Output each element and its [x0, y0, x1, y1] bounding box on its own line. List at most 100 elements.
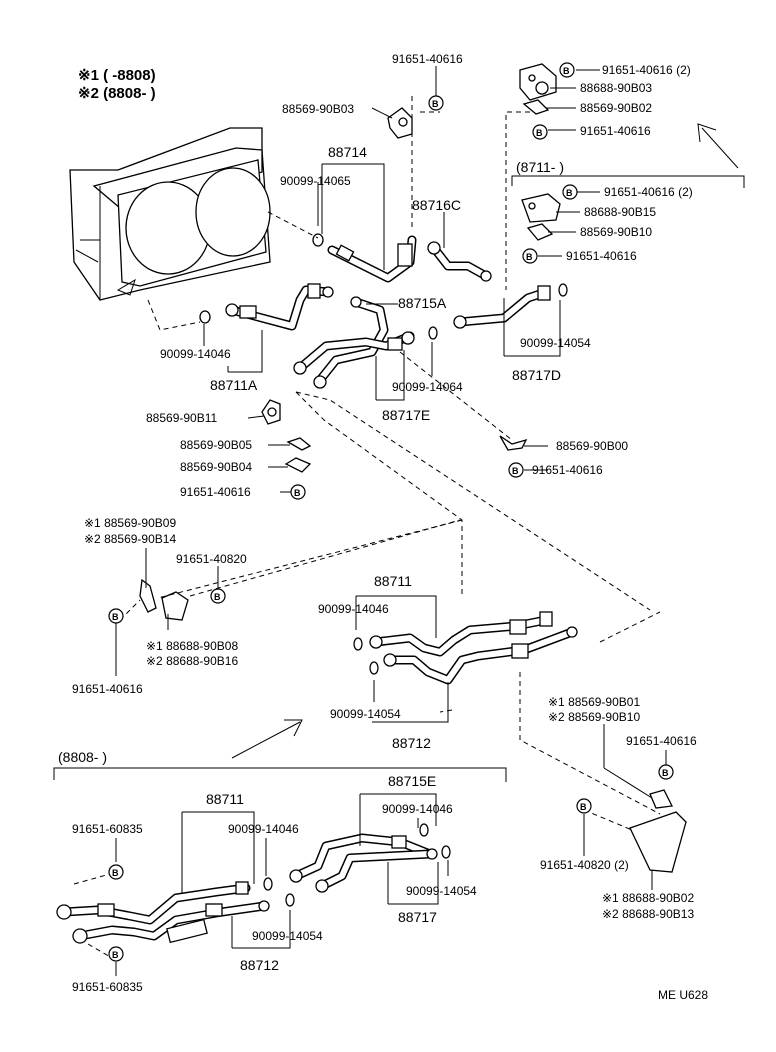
label-88569-90B00: 88569-90B00 [556, 439, 628, 453]
clamp-88569-90B02 [522, 99, 550, 115]
direction-arrow-lower [231, 719, 303, 759]
pipe-88711-88712-bottom [56, 877, 295, 944]
bolt-symbol-label: B [112, 612, 119, 622]
label-91651-40616-midleft: 91651-40616 [72, 682, 143, 696]
label-tr-91651-40616b: 91651-40616 [566, 249, 637, 263]
bolt-91651-40616-right: B [658, 764, 674, 780]
dashed-reference-lines [73, 96, 661, 959]
bolt-symbol-label: B [432, 99, 439, 109]
label-91651-60835-bottom: 91651-60835 [72, 980, 143, 994]
clamp-88569-90B10 [526, 223, 554, 241]
clamp-88569-90B11 [261, 399, 281, 425]
label-note1-88688-90B08: ※1 88688-90B08 [146, 639, 238, 653]
bolt-symbol-label: B [580, 802, 587, 812]
condenser-fan-assembly [69, 127, 271, 301]
bolt-91651-60835-top: B [108, 864, 124, 880]
label-tr-88688-90B03: 88688-90B03 [580, 81, 652, 95]
label-note2-88569-90B14: ※2 88569-90B14 [84, 532, 176, 546]
bracket-88569-90B03 [387, 107, 413, 139]
bolt-91651-40820-right: B [576, 798, 592, 814]
label-88711-bottom: 88711 [206, 791, 244, 807]
label-91651-60835-top: 91651-60835 [72, 822, 143, 836]
label-88712-bottom: 88712 [240, 957, 279, 973]
bolt-symbol-label: B [112, 868, 119, 878]
pipe-88715E-88717-bottom [289, 823, 451, 893]
label-91651-40616-mid: 91651-40616 [180, 485, 251, 499]
bolt-symbol-label: B [526, 252, 533, 262]
bolt-symbol-label: B [112, 950, 119, 960]
label-tr-91651-40616-2: 91651-40616 (2) [602, 63, 691, 77]
label-90099-14046-mid: 90099-14046 [318, 602, 389, 616]
note-2-date-range: ※2 (8808- ) [78, 85, 156, 102]
label-tr-88688-90B15: 88688-90B15 [584, 205, 656, 219]
label-88569-90B05: 88569-90B05 [180, 438, 252, 452]
bolt-symbol-label: B [294, 488, 301, 498]
label-90099-14046-br: 90099-14046 [382, 802, 453, 816]
leader-lines [115, 66, 667, 976]
figure-code: ME U628 [658, 988, 708, 1002]
label-88715E: 88715E [388, 773, 436, 789]
label-90099-14046: 90099-14046 [160, 347, 231, 361]
label-88717D: 88717D [512, 367, 561, 383]
label-91651-40616-right: 91651-40616 [532, 463, 603, 477]
label-90099-14054-bl: 90099-14054 [252, 929, 323, 943]
label-88717-bottom: 88717 [398, 909, 437, 925]
label-88569-90B03: 88569-90B03 [282, 102, 354, 116]
note-1-date-range: ※1 ( -8808) [78, 67, 156, 84]
bolt-symbol-label: B [512, 466, 519, 476]
label-90099-14054-br: 90099-14054 [406, 884, 477, 898]
clamp-88569-90B05 [286, 437, 312, 451]
label-91651-40616: 91651-40616 [392, 52, 463, 66]
o-rings [199, 233, 568, 340]
label-90099-14064: 90099-14064 [392, 380, 463, 394]
bolt-91651-40616-mid-left2: B [108, 608, 124, 624]
hose-88716C [427, 241, 492, 282]
bracket-88688-90B03 [519, 63, 557, 101]
label-note1-88569-90B01: ※1 88569-90B01 [548, 695, 640, 709]
range-bracket-8808 [53, 767, 507, 782]
range-bracket-8711 [511, 175, 745, 188]
bolt-symbol-label: B [566, 188, 573, 198]
label-88714: 88714 [328, 144, 367, 160]
part-labels: 91651-40616 88569-90B03 88714 90099-1406… [58, 52, 708, 1002]
bolt-91651-40820-mid: B [210, 588, 226, 604]
label-88711-mid: 88711 [374, 573, 412, 589]
label-91651-40820: 91651-40820 [176, 552, 247, 566]
label-tr-88569-90B10: 88569-90B10 [580, 225, 652, 239]
bolt-91651-40616-tr8: B [522, 248, 538, 264]
bolt-symbol-label: B [563, 66, 570, 76]
label-88569-90B11: 88569-90B11 [146, 411, 218, 425]
label-range-8711: (8711- ) [516, 159, 564, 175]
direction-arrow-upper [697, 123, 739, 169]
label-tr-88569-90B02: 88569-90B02 [580, 101, 652, 115]
label-90099-14054-mid: 90099-14054 [330, 707, 401, 721]
label-88711A: 88711A [210, 377, 258, 393]
label-note1-88688-90B02: ※1 88688-90B02 [602, 891, 694, 905]
label-88712-mid: 88712 [392, 735, 431, 751]
clamp-88569-90B00 [499, 435, 528, 451]
label-90099-14046-bl: 90099-14046 [228, 822, 299, 836]
bolt-91651-60835-bottom: B [108, 946, 124, 962]
label-91651-40616-r: 91651-40616 [626, 734, 697, 748]
label-note1-88569-90B09: ※1 88569-90B09 [84, 516, 176, 530]
label-88715A: 88715A [398, 295, 447, 311]
pipe-88717D [453, 285, 551, 329]
bolt-symbol-label: B [536, 128, 543, 138]
label-range-8808: (8808- ) [58, 749, 107, 765]
label-90099-14054: 90099-14054 [520, 336, 591, 350]
bracket-88688-90B15 [521, 193, 561, 223]
label-91651-40820-2: 91651-40820 (2) [540, 858, 629, 872]
bolt-91651-40616-tr4: B [532, 124, 548, 140]
bolt-91651-40616-tr1: B [559, 62, 575, 78]
bolt-91651-40616-mid-left: B [290, 484, 306, 500]
bracket-left-88569-90B09 [139, 578, 189, 621]
bolt-symbol-label: B [214, 592, 221, 602]
bolt-91651-40616-mid-right: B [508, 462, 524, 478]
label-note2-88569-90B10: ※2 88569-90B10 [548, 710, 640, 724]
bolt-symbol-label: B [662, 768, 669, 778]
label-88717E: 88717E [382, 407, 430, 423]
label-note2-88688-90B13: ※2 88688-90B13 [602, 907, 694, 921]
label-90099-14065: 90099-14065 [280, 174, 351, 188]
bracket-88688-90B02 [629, 789, 687, 873]
